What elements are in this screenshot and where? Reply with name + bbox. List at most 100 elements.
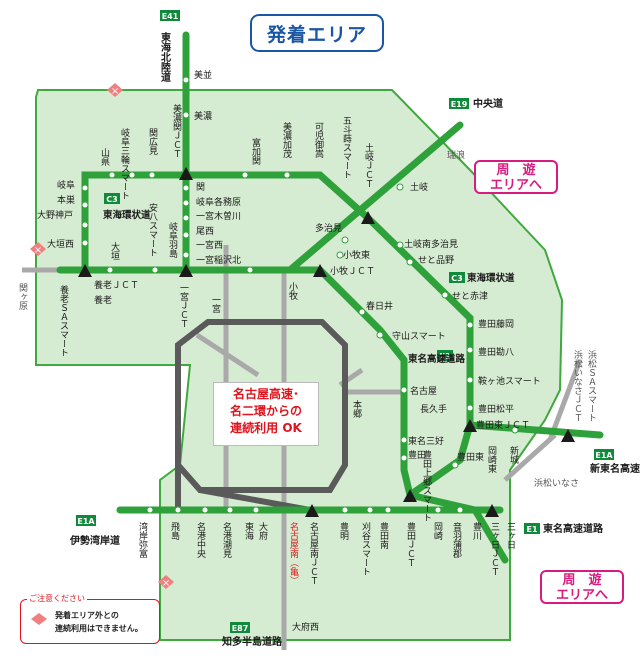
- label-obu-nishi: 大府西: [292, 621, 319, 633]
- label-ichinomiya-inazawa-kita: 一宮稲沢北: [196, 254, 241, 266]
- label-yoro-jct: 養老ＪＣＴ: [94, 279, 139, 291]
- tag-e1a-right: E1A: [595, 451, 613, 460]
- label-yatomi: 湾岸弥富: [137, 521, 148, 558]
- caution-box: ご注意ください 発着エリア外との 連続利用はできません。: [20, 593, 160, 644]
- label-toyota-matsudaira: 豊田松平: [478, 403, 514, 415]
- label-hamamatsu-inasa: 浜松いなさ: [534, 477, 579, 489]
- label-meiko-shiomi: 名港潮見: [221, 521, 232, 559]
- caution-line-2: 連続利用はできません。: [55, 624, 143, 633]
- label-motosu: 本巣: [57, 194, 75, 206]
- label-route-tomei-bottom: 東名高速道路: [543, 522, 604, 535]
- junction-ichinomiya: [179, 264, 193, 277]
- label-obu: 大府: [257, 521, 268, 541]
- tag-c3b: C3: [451, 274, 462, 283]
- label-komaki: 小牧: [287, 282, 298, 301]
- label-nagoya-minami-kame: 名古屋南（亀）: [288, 521, 299, 585]
- label-toyota-kanpachi: 豊田勘八: [478, 346, 514, 358]
- label-otowa-gamagori: 音羽蒲郡: [451, 521, 462, 559]
- junction-toyota-higashi: [463, 419, 477, 432]
- caution-heading: ご注意ください: [27, 593, 87, 604]
- label-route-tokai-hokuriku: 東海北陸道: [159, 31, 171, 83]
- label-anpachi-smart: 安八スマート: [147, 202, 158, 257]
- label-mino-seki-jct: 美濃関ＪＣＴ: [171, 103, 182, 158]
- out-of-area-icon: [31, 613, 47, 625]
- label-kasugai: 春日井: [366, 300, 393, 312]
- label-toki: 土岐: [410, 181, 428, 193]
- label-route-shintomei: 新東名高速道路: [590, 462, 640, 475]
- label-toki-jct: 土岐ＪＣＴ: [363, 142, 374, 188]
- label-ono-kobe: 大野神戸: [37, 209, 73, 221]
- label-toyota-minami: 豊田南: [378, 521, 389, 549]
- label-bisai: 尾西: [196, 226, 214, 237]
- label-seki: 関: [196, 182, 205, 193]
- label-toyota-agemachi: 豊田上郷スマート: [421, 449, 432, 522]
- label-komaki-higashi: 小牧東: [343, 249, 370, 261]
- center-note-line-3: 連続利用 OK: [230, 421, 302, 435]
- junction-toki: [361, 211, 375, 224]
- tag-e87: E87: [232, 624, 249, 633]
- junction-yoro: [78, 264, 92, 277]
- tag-e41: E41: [162, 12, 179, 21]
- junction-nagoya-minami: [305, 504, 319, 517]
- label-moriyama-smart: 守山スマート: [392, 330, 446, 342]
- label-kariya-smart: 刈谷スマート: [360, 521, 371, 576]
- junkan-north-line-2: エリアへ: [489, 178, 542, 193]
- label-yamagata: 山県: [99, 148, 110, 167]
- junction-hamamatsu: [561, 429, 575, 442]
- label-route-tokai-kanjo-left: 東海環状道: [102, 209, 151, 221]
- label-honggo: 本郷: [351, 399, 362, 419]
- junction-mino-seki: [179, 167, 193, 180]
- center-note: 名古屋高速･ 名二環からの 連続利用 OK: [213, 382, 319, 446]
- label-mikkabi-jct: 三ヶ日ＪＣＴ: [489, 522, 500, 576]
- label-kanimitake: 可児御嵩: [313, 122, 324, 159]
- junkan-north-line-1: 周 遊: [496, 163, 536, 178]
- tag-e19: E19: [451, 100, 468, 109]
- label-nagoya: 名古屋: [410, 385, 437, 397]
- label-ogaki-nishi: 大垣西: [47, 238, 74, 250]
- label-gifu-kakamigahara: 岐阜各務原: [196, 196, 241, 208]
- label-route-tokai-kanjo-right: 東海環状道: [466, 272, 515, 284]
- svg-text:×: ×: [111, 86, 119, 97]
- label-toyota-jct: 豊田ＪＣＴ: [405, 521, 416, 567]
- label-toyota: 豊田: [408, 449, 426, 461]
- svg-text:×: ×: [162, 578, 170, 589]
- label-tomika-seki: 富加関: [250, 137, 261, 166]
- tag-e1-bottom: E1: [526, 525, 537, 534]
- label-mikkabi: 三ヶ日: [505, 522, 516, 549]
- route-tags: E41 E19 C3 C3 E1 E1A E1A E1 E87: [76, 10, 614, 633]
- label-shinshiro: 新城: [508, 445, 519, 465]
- label-nagoya-minami-jct: 名古屋南ＪＣＴ: [308, 521, 319, 585]
- label-tokai: 東海: [243, 521, 254, 541]
- center-note-line-1: 名古屋高速･: [232, 387, 299, 401]
- junction-mikkabi: [485, 504, 499, 517]
- label-komaki-jct: 小牧ＪＣＴ: [330, 265, 375, 277]
- junkan-link-south[interactable]: 周 遊 エリアへ: [540, 570, 624, 604]
- label-sekigahara: 関ヶ原: [17, 283, 28, 310]
- label-hamamatsu-inasa-jct: 浜松いなさＪＣＴ: [572, 350, 583, 422]
- label-ichinomiya-kisogawa: 一宮木曽川: [196, 210, 241, 222]
- junkan-link-north[interactable]: 周 遊 エリアへ: [474, 160, 558, 194]
- label-toki-minami-tajimi: 土岐南多治見: [404, 238, 458, 250]
- label-tobishima: 飛島: [169, 522, 180, 541]
- svg-text:×: ×: [34, 245, 42, 256]
- map-title: 発着エリア: [250, 14, 384, 52]
- label-route-chita: 知多半島道路: [221, 635, 283, 648]
- tag-c3a: C3: [106, 195, 117, 204]
- label-tajimi: 多治見: [315, 222, 342, 234]
- label-mizunami: 瑞浪: [447, 149, 465, 161]
- label-seto-shinano: せと品野: [418, 255, 454, 266]
- station-dots: [81, 76, 519, 514]
- vertical-labels: 美濃関ＪＣＴ 岐阜三輪スマート 関広見 山県 富加関 美濃加茂 可児御嵩 五斗蒔…: [58, 103, 597, 585]
- label-ogaki: 大垣: [109, 241, 120, 260]
- label-gifu: 岐阜: [57, 179, 75, 191]
- label-yoro-smart: 養老ＳＡスマート: [58, 284, 69, 357]
- label-tsutsujigaike: 鞍ヶ池スマート: [478, 375, 541, 387]
- label-toyoake: 豊明: [338, 521, 349, 541]
- label-meiko-chuo: 名港中央: [195, 521, 206, 559]
- label-route-tomei: 東名高速道路: [407, 353, 466, 365]
- junction-markers: [78, 167, 575, 517]
- label-nagoya-sango: 東名三好: [408, 435, 444, 447]
- label-yoro: 養老: [94, 294, 112, 306]
- label-ichinomiya-nishi: 一宮西: [196, 239, 223, 251]
